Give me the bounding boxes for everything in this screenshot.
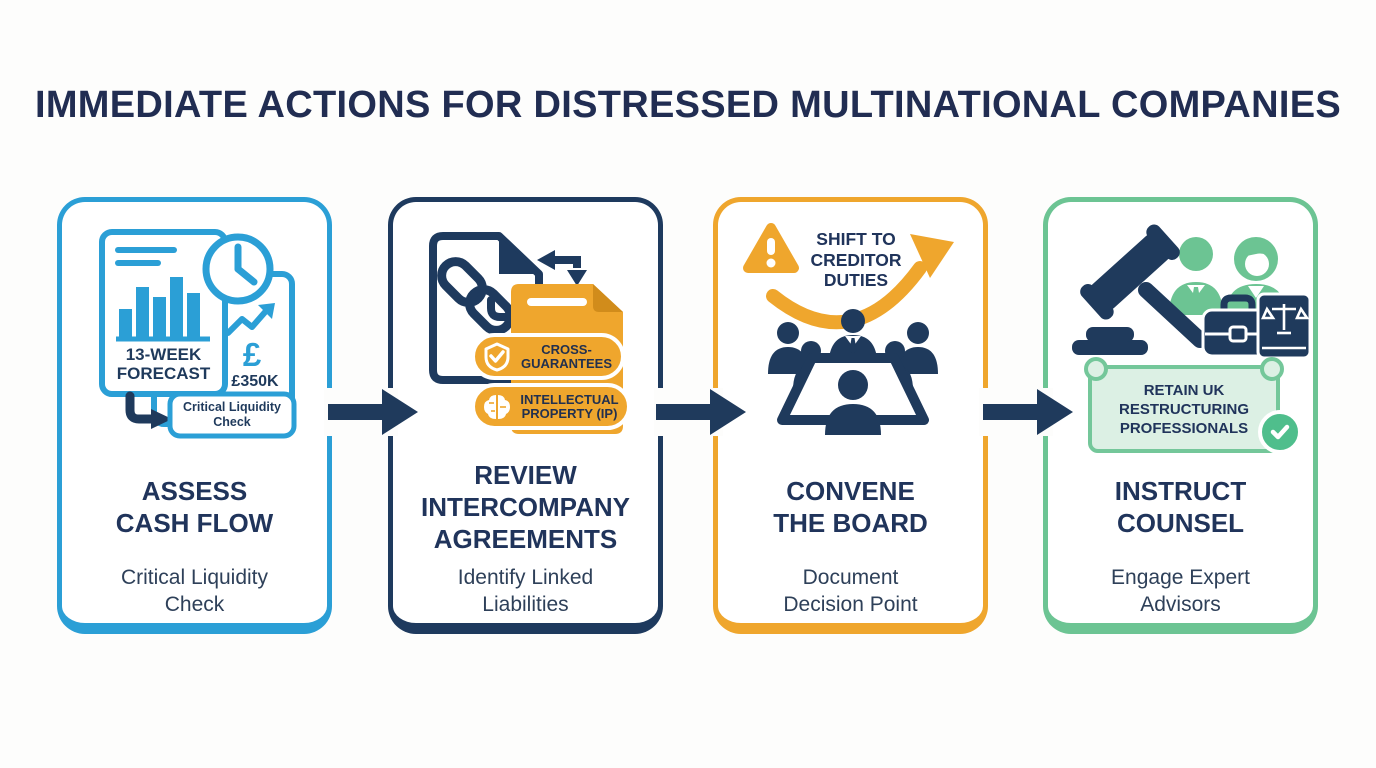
brain-icon xyxy=(484,394,510,419)
step-subheading: Document Decision Point xyxy=(783,566,918,616)
briefcase-icon xyxy=(1201,294,1275,358)
intellectual-property-label: INTELLECTUAL PROPERTY (IP) xyxy=(520,391,619,421)
step-card-instruct-counsel: RETAIN UK RESTRUCTURING PROFESSIONALS IN… xyxy=(1043,197,1318,634)
creditor-duties-callout: SHIFT TO CREDITOR DUTIES xyxy=(810,229,902,290)
board-icon-group: SHIFT TO CREDITOR DUTIES xyxy=(718,202,983,452)
step-card-convene-the-board: SHIFT TO CREDITOR DUTIES CONVENE THE BOA… xyxy=(713,197,988,634)
cash-flow-icon-group: 13-WEEK FORECAST £ £350K Critical Liquid… xyxy=(62,202,327,452)
shield-check-icon xyxy=(484,342,510,371)
retain-professionals-label: RETAIN UK RESTRUCTURING PROFESSIONALS xyxy=(1119,381,1249,437)
liquidity-note-label: Critical Liquidity Check xyxy=(183,400,281,429)
cross-guarantees-tag: CROSS- GUARANTEES xyxy=(471,333,625,380)
front-attendee-icon xyxy=(825,370,881,435)
flow-arrow-icon xyxy=(328,389,418,435)
flow-arrow-icon xyxy=(656,389,746,435)
document-swap-arrows-icon xyxy=(537,250,587,286)
cross-guarantees-label: CROSS- GUARANTEES xyxy=(520,341,612,371)
check-circle-icon xyxy=(1258,410,1302,454)
pound-symbol: £ xyxy=(242,336,262,373)
counsel-icon-group: RETAIN UK RESTRUCTURING PROFESSIONALS xyxy=(1048,202,1313,454)
step-heading: ASSESS CASH FLOW xyxy=(115,476,274,538)
trend-arrow-icon xyxy=(225,303,275,336)
clock-icon xyxy=(202,233,274,305)
step-subheading: Engage Expert Advisors xyxy=(1111,566,1250,616)
step-heading: REVIEW INTERCOMPANY AGREEMENTS xyxy=(421,460,630,554)
liquidity-note-box xyxy=(167,391,297,439)
bar-chart-document-icon xyxy=(99,229,228,397)
legal-counsel-icon xyxy=(1072,224,1312,360)
step-card-review-intercompany-agreements: CROSS- GUARANTEES INTELLECTUAL PROPERTY … xyxy=(388,197,663,634)
gavel-icon xyxy=(1072,224,1208,355)
amount-label: £350K xyxy=(231,373,279,390)
step-card-assess-cash-flow: 13-WEEK FORECAST £ £350K Critical Liquid… xyxy=(57,197,332,634)
step-subheading: Identify Linked Liabilities xyxy=(457,566,594,616)
step-heading: CONVENE THE BOARD xyxy=(773,476,928,538)
step-subheading: Critical Liquidity Check xyxy=(120,566,269,616)
cash-flow-forecast-icon xyxy=(99,229,297,439)
page-title: IMMEDIATE ACTIONS FOR DISTRESSED MULTINA… xyxy=(35,84,1341,126)
chairman-icon xyxy=(829,309,877,358)
chain-link-icon xyxy=(437,257,515,335)
flow-arrow-icon xyxy=(983,389,1073,435)
intellectual-property-tag: INTELLECTUAL PROPERTY (IP) xyxy=(471,383,631,430)
step-heading: INSTRUCT COUNSEL xyxy=(1114,476,1247,538)
retain-professionals-banner: RETAIN UK RESTRUCTURING PROFESSIONALS xyxy=(1084,357,1284,453)
curved-arrow-icon xyxy=(125,391,172,429)
board-meeting-icon xyxy=(743,223,954,435)
warning-icon xyxy=(743,223,799,273)
forecast-label: 13-WEEK FORECAST xyxy=(116,345,211,383)
law-book-icon xyxy=(1256,292,1312,360)
agreements-icon-group: CROSS- GUARANTEES INTELLECTUAL PROPERTY … xyxy=(393,202,658,452)
